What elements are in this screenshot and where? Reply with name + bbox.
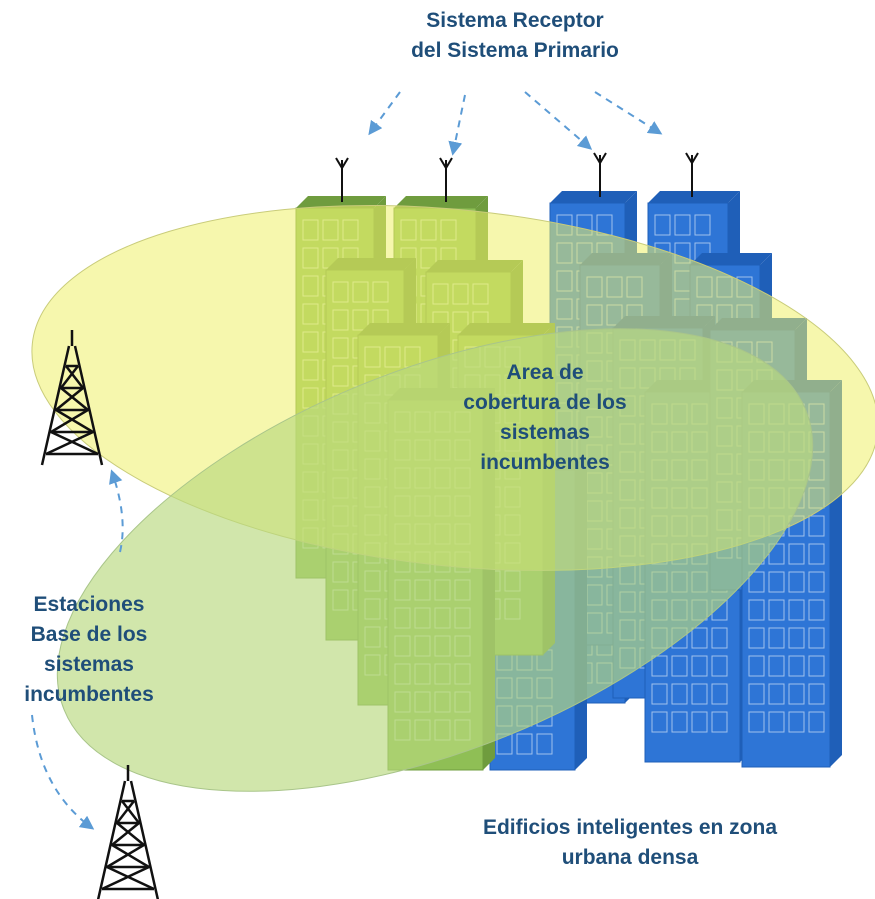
building-window — [788, 543, 805, 565]
receiver-antennas — [335, 152, 699, 202]
building-window — [788, 571, 805, 593]
building-window — [808, 683, 825, 705]
building-window — [711, 683, 728, 705]
building-window — [808, 543, 825, 565]
receiver-antenna-icon — [439, 157, 453, 202]
base-station-arrows — [31, 469, 124, 830]
building-window — [748, 711, 765, 733]
building-window — [768, 655, 785, 677]
building-window — [788, 655, 805, 677]
building-window — [711, 655, 728, 677]
receiver-antenna-icon — [593, 152, 607, 197]
building-window — [711, 711, 728, 733]
building-window — [768, 627, 785, 649]
building-window — [808, 571, 825, 593]
receiver-antenna-icon — [335, 157, 349, 202]
building-window — [654, 214, 671, 236]
cell-tower-icon — [40, 330, 104, 466]
building-window — [748, 627, 765, 649]
building-window — [651, 655, 668, 677]
building-window — [651, 711, 668, 733]
building-window — [711, 627, 728, 649]
building-window — [788, 711, 805, 733]
building-window — [808, 627, 825, 649]
building-window — [671, 655, 688, 677]
coverage-area-green — [56, 328, 814, 792]
coverage-area-label: Area de cobertura de los sistemas incumb… — [463, 361, 627, 474]
building-window — [694, 214, 711, 236]
building-window — [748, 683, 765, 705]
receiver-arrows — [368, 91, 663, 156]
building-window — [768, 683, 785, 705]
building-window — [671, 711, 688, 733]
building-window — [788, 599, 805, 621]
building-window — [808, 599, 825, 621]
building-window — [691, 627, 708, 649]
base-stations-label: Estaciones Base de los sistemas incumben… — [24, 593, 154, 706]
receiver-antenna-icon — [685, 152, 699, 197]
building-window — [808, 711, 825, 733]
building-window — [748, 571, 765, 593]
receiver-system-label: Sistema Receptor del Sistema Primario — [411, 9, 619, 62]
building-window — [691, 711, 708, 733]
building-window — [536, 733, 553, 755]
building-window — [748, 655, 765, 677]
building-window — [768, 571, 785, 593]
smart-buildings-label: Edificios inteligentes en zona urbana de… — [482, 816, 778, 869]
building-window — [808, 655, 825, 677]
building-window — [671, 683, 688, 705]
building-window — [768, 599, 785, 621]
building-window — [748, 599, 765, 621]
building-window — [788, 683, 805, 705]
cell-tower-icon — [96, 765, 160, 899]
building-window — [674, 214, 691, 236]
building-window — [516, 733, 533, 755]
building-window — [691, 655, 708, 677]
building-window — [808, 515, 825, 537]
building-window — [651, 683, 668, 705]
building-window — [788, 627, 805, 649]
building-window — [768, 711, 785, 733]
building-window — [691, 683, 708, 705]
